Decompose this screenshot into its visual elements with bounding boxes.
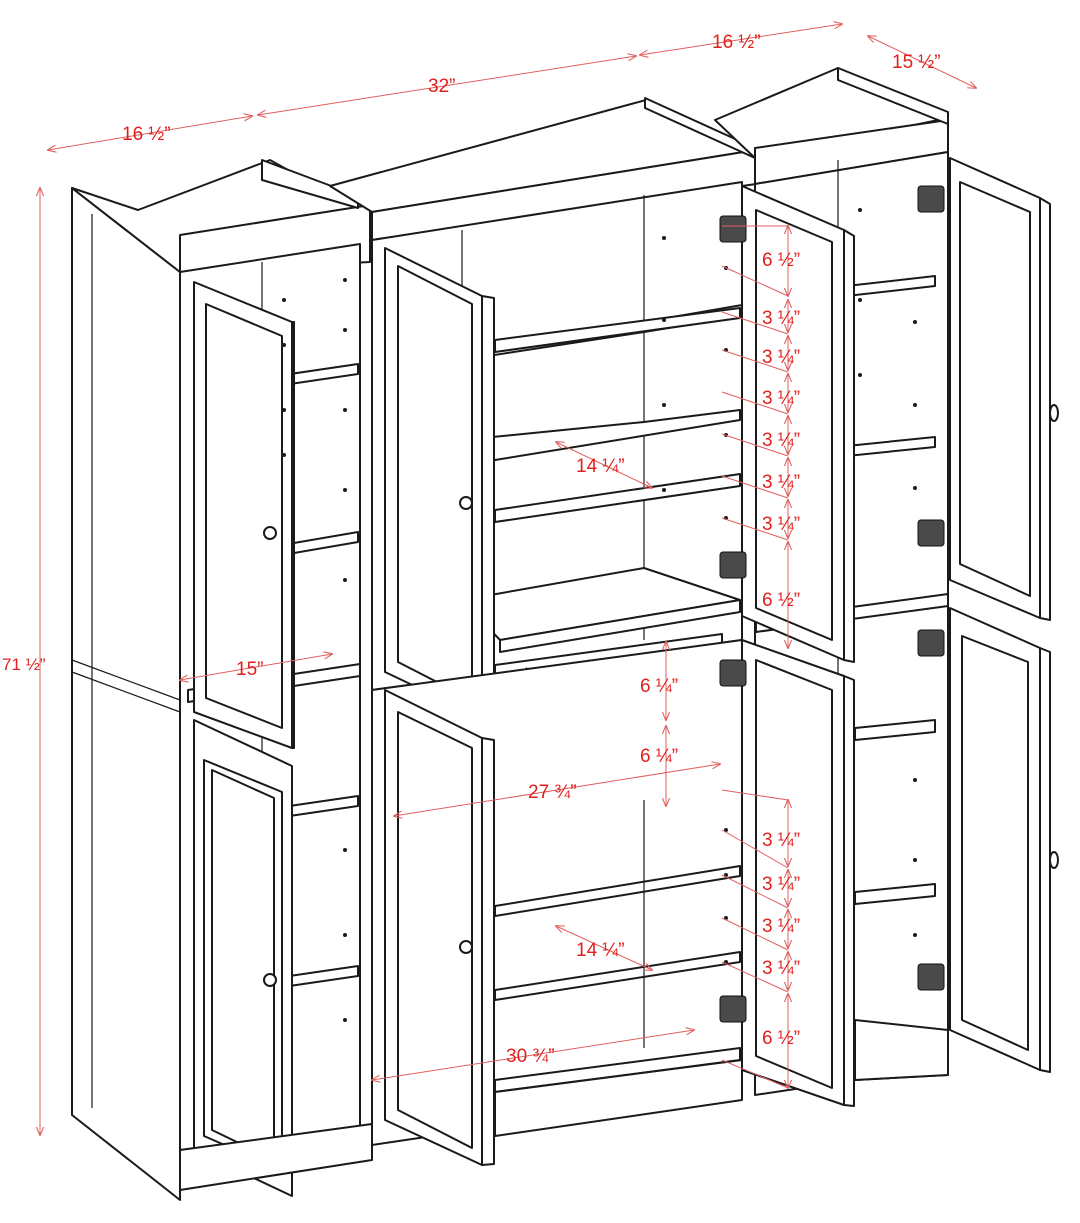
label-lower-spacing: 3 ¼” bbox=[762, 958, 800, 979]
dimension-labels: 16 ½” 32” 16 ½” 15 ½” 71 ½” 15” 14 ¼” 14… bbox=[2, 32, 941, 1067]
label-upper-spacing: 3 ¼” bbox=[762, 472, 800, 493]
label-top-left-width: 16 ½” bbox=[122, 124, 171, 145]
label-top-center-width: 32” bbox=[428, 76, 455, 97]
label-lower-spacing: 6 ½” bbox=[762, 1028, 800, 1049]
cabinet-drawing bbox=[71, 67, 1059, 1201]
left-cabinet bbox=[71, 159, 373, 1201]
label-lower-spacing: 3 ¼” bbox=[762, 874, 800, 895]
hinges bbox=[719, 185, 945, 1023]
label-lower-spacing: 3 ¼” bbox=[762, 830, 800, 851]
label-upper-spacing: 3 ¼” bbox=[762, 430, 800, 451]
label-depth: 15 ½” bbox=[892, 52, 941, 73]
label-upper-spacing: 3 ¼” bbox=[762, 347, 800, 368]
dimension-lines bbox=[40, 24, 976, 1135]
center-cabinet bbox=[329, 97, 757, 1166]
right-cabinet bbox=[714, 67, 1059, 1107]
label-upper-spacing: 3 ¼” bbox=[762, 308, 800, 329]
label-upper-shelf-width: 14 ¼” bbox=[576, 456, 625, 477]
label-drawer-height-bottom: 6 ¼” bbox=[640, 746, 678, 767]
label-left-shelf-depth: 15” bbox=[236, 659, 263, 680]
label-drawer-inner-width: 27 ¾” bbox=[528, 782, 577, 803]
label-base-inner-width: 30 ¾” bbox=[506, 1046, 555, 1067]
label-lower-spacing: 3 ¼” bbox=[762, 916, 800, 937]
label-upper-spacing: 6 ½” bbox=[762, 590, 800, 611]
label-upper-spacing: 3 ¼” bbox=[762, 514, 800, 535]
label-upper-spacing: 3 ¼” bbox=[762, 388, 800, 409]
label-height: 71 ½” bbox=[2, 655, 46, 674]
label-top-right-width: 16 ½” bbox=[712, 32, 761, 53]
label-drawer-height-top: 6 ¼” bbox=[640, 676, 678, 697]
label-upper-spacing: 6 ½” bbox=[762, 250, 800, 271]
label-lower-shelf-width: 14 ¼” bbox=[576, 940, 625, 961]
